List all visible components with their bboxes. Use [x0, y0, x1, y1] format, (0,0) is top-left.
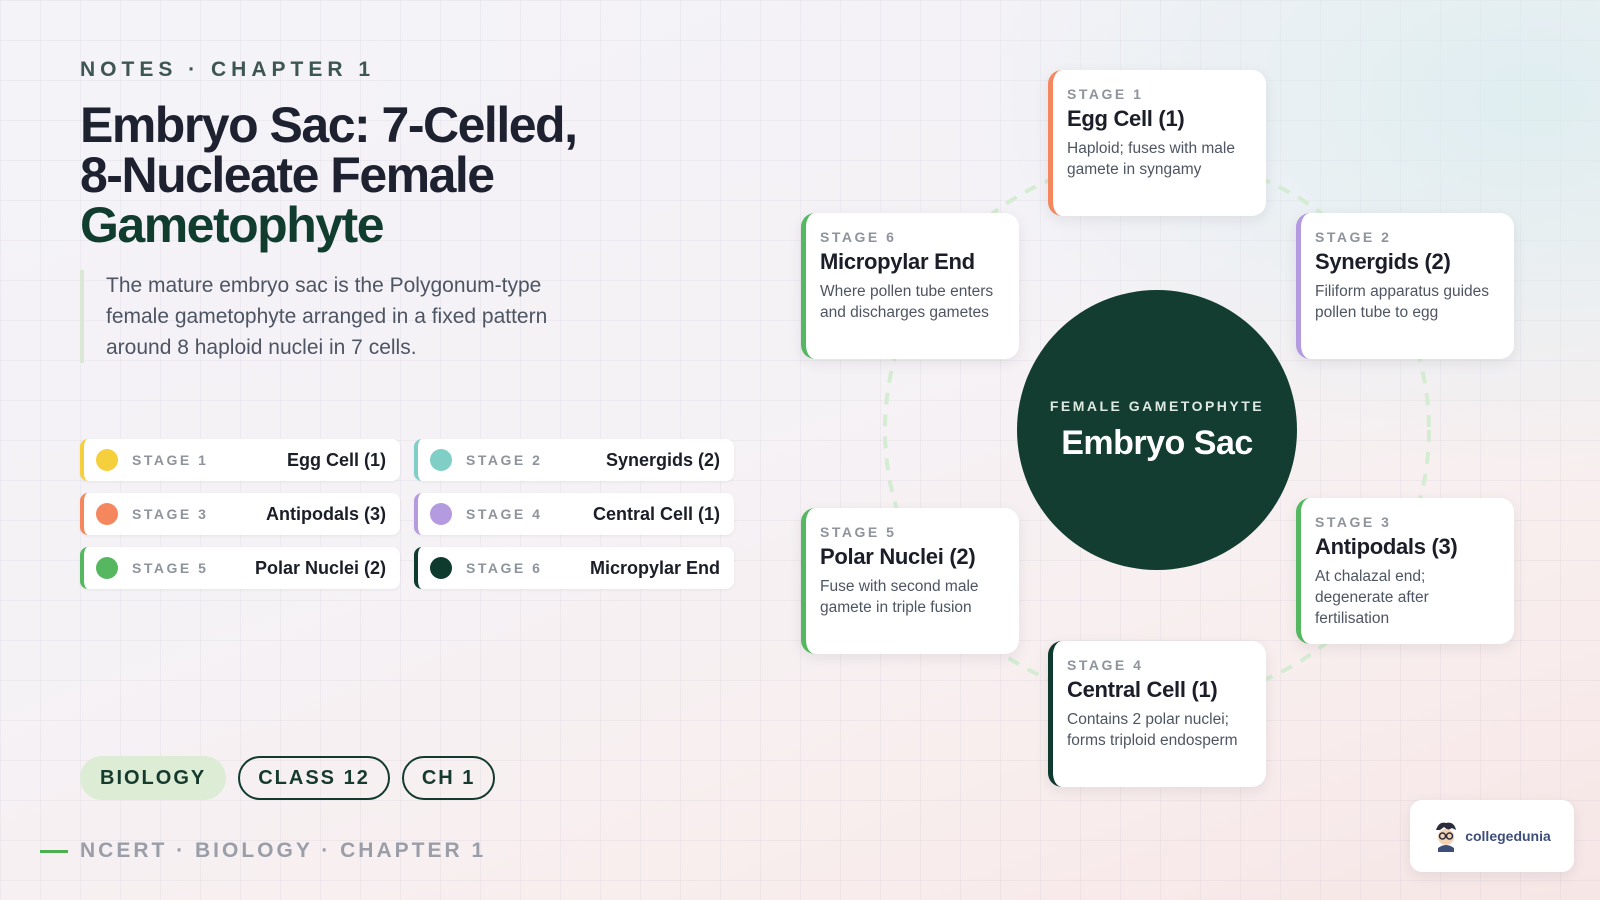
footer-dash	[40, 849, 68, 853]
legend-stage: STAGE 2	[466, 452, 543, 468]
card-title: Egg Cell (1)	[1067, 106, 1185, 131]
card-description: Where pollen tube enters and discharges …	[820, 283, 994, 321]
legend-name: Micropylar End	[589, 557, 720, 578]
card-description: Contains 2 polar nuclei; forms triploid …	[1067, 711, 1238, 749]
legend-dot	[96, 503, 118, 525]
legend-name: Synergids (2)	[605, 449, 720, 470]
legend-dot	[96, 557, 118, 579]
legend-row-stage-2: STAGE 2 Synergids (2)	[414, 439, 734, 481]
legend-row-stage-5: STAGE 5 Polar Nuclei (2)	[80, 547, 400, 589]
eyebrow-label: NOTES · CHAPTER 1	[80, 58, 376, 81]
card-stage: STAGE 4	[1067, 657, 1144, 673]
tag-pills: BIOLOGY CLASS 12 CH 1	[80, 756, 496, 800]
legend-stage: STAGE 5	[132, 560, 209, 576]
brand-logo-text: collegedunia	[1465, 828, 1551, 844]
card-description: Fuse with second male gamete in triple f…	[820, 578, 979, 616]
footer: NCERT · BIOLOGY · CHAPTER 1	[40, 839, 486, 863]
pill-biology[interactable]: BIOLOGY	[80, 756, 227, 800]
legend-dot	[430, 503, 452, 525]
legend-name: Central Cell (1)	[592, 503, 720, 524]
stage-legend: STAGE 1 Egg Cell (1) STAGE 2 Synergids (…	[80, 439, 745, 589]
card-micropylar-end: STAGE 6 Micropylar End Where pollen tube…	[801, 213, 1019, 359]
legend-name: Egg Cell (1)	[286, 449, 386, 470]
legend-row-stage-3: STAGE 3 Antipodals (3)	[80, 493, 400, 535]
legend-dot	[96, 449, 118, 471]
legend-stage: STAGE 6	[466, 560, 543, 576]
lede-paragraph: The mature embryo sac is the Polygonum-t…	[80, 270, 566, 363]
legend-dot	[430, 449, 452, 471]
title-line-1: Embryo Sac: 7-Celled,	[80, 97, 578, 153]
hub-circle: FEMALE GAMETOPHYTE Embryo Sac	[1017, 290, 1297, 570]
mascot-icon	[1436, 822, 1457, 852]
card-central-cell: STAGE 4 Central Cell (1) Contains 2 pola…	[1048, 641, 1266, 787]
hub-label: FEMALE GAMETOPHYTE	[1049, 397, 1265, 414]
card-polar-nuclei: STAGE 5 Polar Nuclei (2) Fuse with secon…	[801, 508, 1019, 654]
card-stage: STAGE 5	[820, 524, 897, 540]
card-description: Filiform apparatus guides pollen tube to…	[1315, 283, 1490, 321]
card-title: Synergids (2)	[1315, 249, 1451, 274]
card-description: Haploid; fuses with male gamete in synga…	[1067, 140, 1235, 178]
pill-class[interactable]: CLASS 12	[238, 756, 390, 800]
brand-logo[interactable]: collegedunia	[1410, 800, 1574, 872]
card-title: Antipodals (3)	[1315, 534, 1458, 559]
legend-name: Antipodals (3)	[266, 503, 386, 524]
footer-text: NCERT · BIOLOGY · CHAPTER 1	[80, 839, 487, 862]
legend-stage: STAGE 1	[132, 452, 209, 468]
card-title: Polar Nuclei (2)	[820, 544, 976, 569]
pill-chapter[interactable]: CH 1	[401, 756, 496, 800]
card-stage: STAGE 2	[1315, 229, 1392, 245]
card-title: Micropylar End	[820, 249, 975, 274]
card-egg-cell: STAGE 1 Egg Cell (1) Haploid; fuses with…	[1048, 70, 1266, 216]
title-accent: Gametophyte	[80, 197, 385, 253]
legend-row-stage-1: STAGE 1 Egg Cell (1)	[80, 439, 400, 481]
legend-dot	[430, 557, 452, 579]
card-description: At chalazal end; degenerate after fertil…	[1315, 568, 1429, 627]
page-title: Embryo Sac: 7-Celled, 8-Nucleate Female …	[80, 100, 720, 250]
legend-row-stage-4: STAGE 4 Central Cell (1)	[414, 493, 734, 535]
card-title: Central Cell (1)	[1067, 677, 1218, 702]
hub-title: Embryo Sac	[1061, 423, 1253, 462]
legend-stage: STAGE 3	[132, 506, 209, 522]
card-stage: STAGE 6	[820, 229, 897, 245]
card-stage: STAGE 1	[1067, 86, 1144, 102]
legend-name: Polar Nuclei (2)	[254, 557, 386, 578]
title-line-2: 8-Nucleate Female	[80, 147, 495, 203]
card-antipodals: STAGE 3 Antipodals (3) At chalazal end; …	[1296, 498, 1514, 644]
legend-row-stage-6: STAGE 6 Micropylar End	[414, 547, 734, 589]
card-stage: STAGE 3	[1315, 514, 1392, 530]
legend-stage: STAGE 4	[466, 506, 543, 522]
card-synergids: STAGE 2 Synergids (2) Filiform apparatus…	[1296, 213, 1514, 359]
